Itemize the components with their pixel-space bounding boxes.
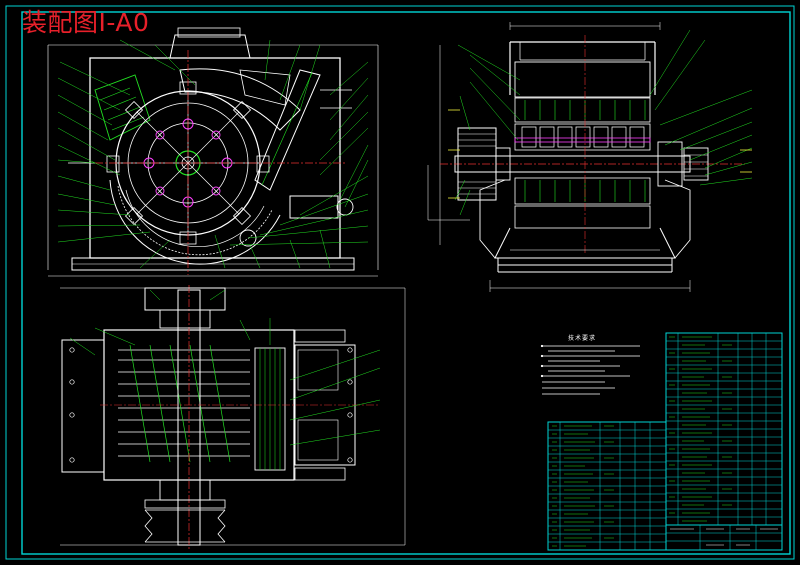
- outer-frame: [5, 5, 795, 560]
- technical-notes-heading: 技术要求: [568, 335, 597, 342]
- front-section-view: [47, 27, 379, 277]
- plan-view: [60, 285, 406, 550]
- technical-notes: [540, 344, 640, 395]
- parts-list-right: [665, 332, 783, 551]
- inner-frame: [21, 11, 791, 555]
- drawing-title: 装配图I-A0: [22, 8, 150, 37]
- side-section-view: [427, 22, 753, 292]
